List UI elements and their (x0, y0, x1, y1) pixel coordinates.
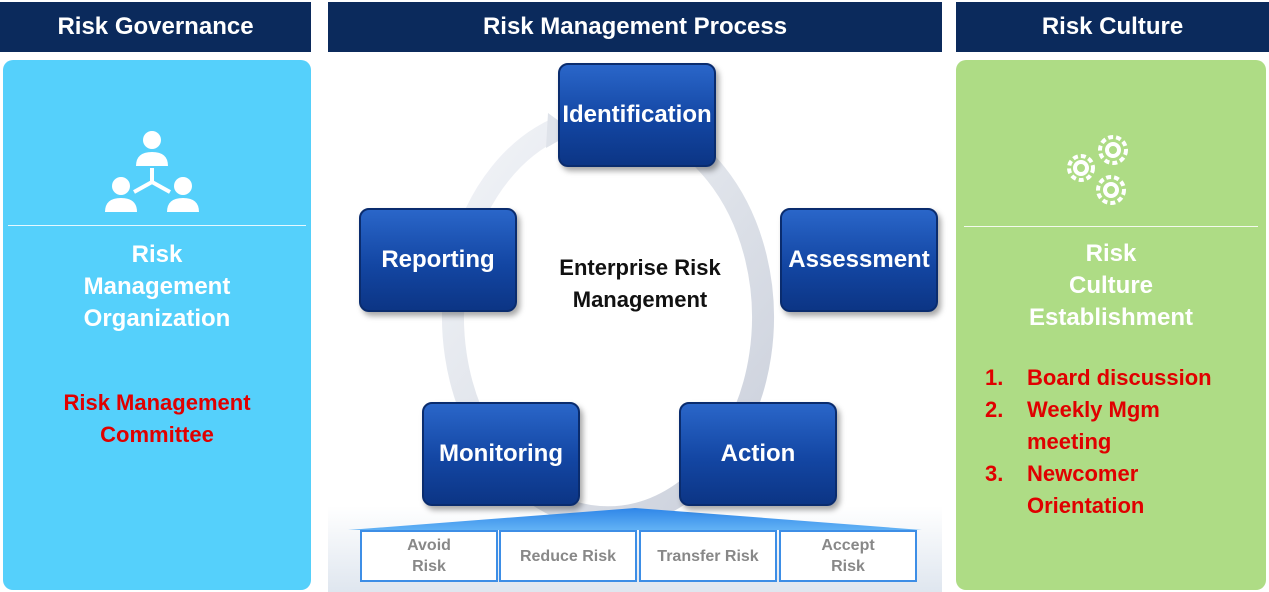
culture-title: Risk Culture Establishment (1028, 240, 1194, 331)
option-transfer-risk: Transfer Risk (639, 530, 777, 582)
organization-icon (105, 131, 199, 212)
step-assessment: Assessment (780, 208, 938, 312)
gears-icon (1067, 135, 1128, 205)
step-reporting: Reporting (359, 208, 517, 312)
culture-header: Risk Culture (956, 2, 1269, 52)
governance-divider (8, 225, 306, 226)
process-header: Risk Management Process (328, 2, 942, 52)
center-label: Enterprise Risk Management (559, 255, 721, 312)
list-item: 2. Weekly Mgm meeting (985, 397, 1160, 454)
culture-panel: Risk Culture Establishment 1. Board disc… (956, 60, 1266, 590)
step-action: Action (679, 402, 837, 506)
culture-list: 1. Board discussion 2. Weekly Mgm meetin… (985, 362, 1255, 522)
governance-header: Risk Governance (0, 2, 311, 52)
step-monitoring: Monitoring (422, 402, 580, 506)
governance-panel: Risk Management Organization Risk Manage… (3, 60, 311, 590)
list-item: 3. Newcomer Orientation (985, 461, 1145, 518)
options-funnel (348, 508, 922, 530)
risk-committee-label: Risk Management Committee (63, 390, 251, 447)
culture-divider (964, 226, 1258, 227)
governance-title: Risk Management Organization (83, 241, 231, 332)
list-item: 1. Board discussion (985, 365, 1212, 390)
option-reduce-risk: Reduce Risk (499, 530, 637, 582)
step-identification: Identification (558, 63, 716, 167)
